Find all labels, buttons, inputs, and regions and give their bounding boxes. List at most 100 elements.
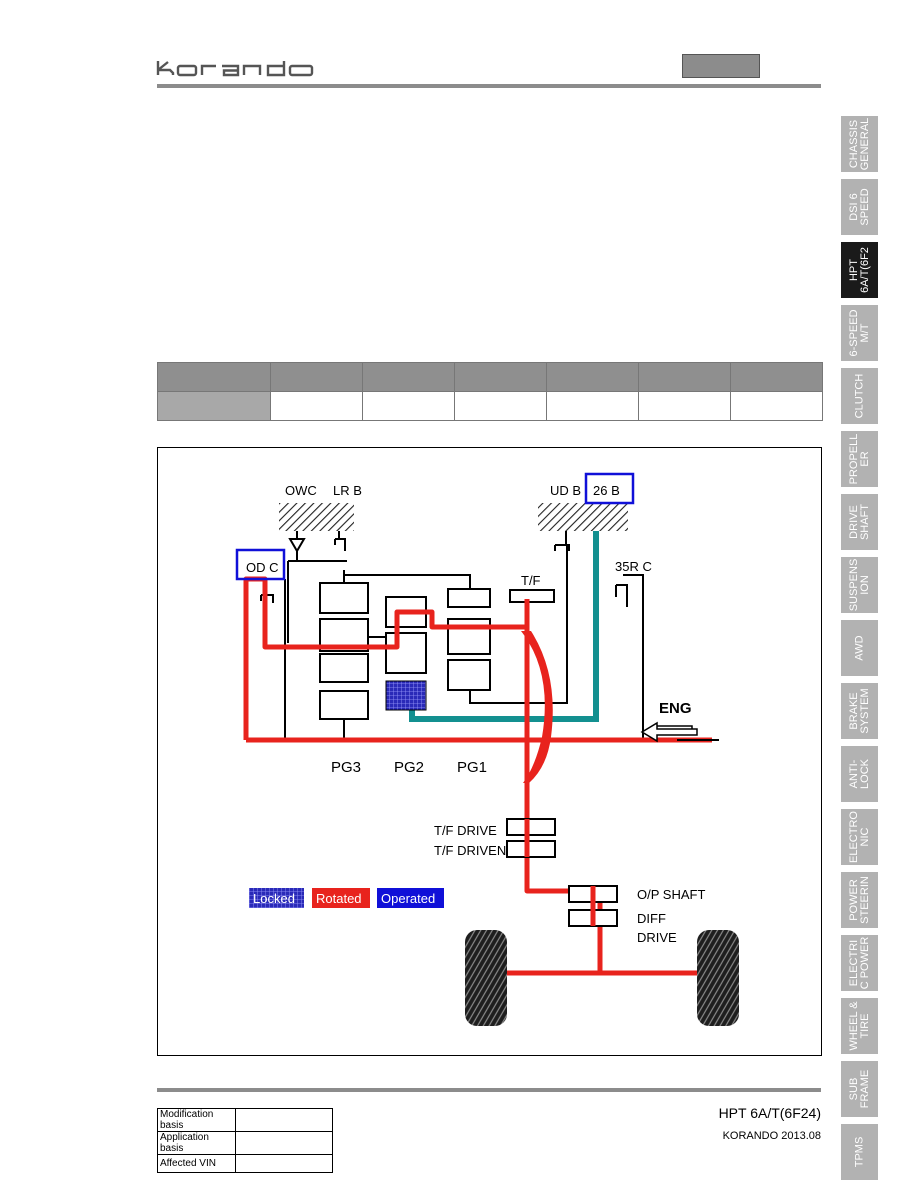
spec-table-cell — [638, 362, 731, 392]
korando-logo — [156, 61, 314, 77]
footer-date: KORANDO 2013.08 — [722, 1130, 821, 1142]
section-tab-label-line: STEERIN — [858, 876, 871, 924]
eng-arrow-head — [640, 721, 698, 743]
right-wheel-icon — [697, 930, 739, 1026]
info-row: Application basis — [157, 1131, 333, 1155]
section-tab[interactable]: TPMS — [841, 1124, 878, 1180]
b26-highlight — [584, 472, 635, 505]
spec-table-cell — [546, 391, 639, 421]
output-red — [524, 819, 596, 926]
footer-title: HPT 6A/T(6F24) — [718, 1105, 821, 1121]
section-tab-label-line: LOCK — [858, 759, 871, 789]
section-tab-label: ANTI-LOCK — [847, 759, 871, 789]
label-diff: DIFF — [637, 911, 666, 926]
label-ud-b: UD B — [550, 483, 581, 498]
legend-operated: Operated — [381, 891, 435, 906]
info-label: Affected VIN — [157, 1154, 236, 1173]
legend: Locked Rotated Operated — [249, 888, 444, 908]
section-tab-label-line: BRAKE — [847, 692, 860, 730]
section-tab[interactable]: WHEEL &TIRE — [841, 998, 878, 1054]
section-tab[interactable]: CLUTCH — [841, 368, 878, 424]
section-tab-label-line: SUB — [847, 1077, 860, 1101]
section-tab-label-line: M/T — [858, 323, 871, 343]
info-label: Application basis — [157, 1131, 236, 1155]
pg2-locked-element — [385, 680, 427, 711]
section-tab-label-line: PROPELL — [847, 433, 860, 485]
label-pg3: PG3 — [331, 759, 361, 776]
section-tab-label-line: TIRE — [858, 1013, 871, 1039]
section-tab-label-line: 6-SPEED — [847, 309, 860, 357]
info-value — [235, 1154, 333, 1173]
spec-table-cell — [454, 362, 547, 392]
legend-locked: Locked — [253, 891, 295, 906]
info-row: Affected VIN — [157, 1154, 333, 1173]
info-value — [235, 1131, 333, 1155]
section-tab-label: TPMS — [853, 1136, 865, 1168]
spec-table-cell — [362, 362, 455, 392]
section-tab-label-line: TPMS — [853, 1136, 865, 1168]
info-value — [235, 1108, 333, 1132]
section-tab-label-line: POWER — [847, 879, 860, 921]
section-tab-label-line: ION — [858, 575, 871, 595]
section-tab-label-line: DRIVE — [847, 505, 860, 539]
spec-table-header-row — [157, 362, 823, 392]
section-tab-label: CLUTCH — [853, 373, 865, 419]
section-tab[interactable]: ANTI-LOCK — [841, 746, 878, 802]
spec-table-cell — [362, 391, 455, 421]
label-tf-drive: T/F DRIVE — [434, 823, 497, 838]
section-tab-label-line: ANTI- — [847, 759, 860, 789]
label-pg1: PG1 — [457, 759, 487, 776]
section-tab-label-line: SUSPENS — [847, 558, 860, 612]
info-row: Modification basis — [157, 1108, 333, 1132]
label-lr-b: LR B — [333, 483, 362, 498]
label-od-c: OD C — [246, 560, 279, 575]
section-tab-label-line: CLUTCH — [853, 373, 865, 419]
label-tf: T/F — [521, 573, 541, 588]
od-c-highlight — [235, 548, 286, 581]
section-tab-label-line: SYSTEM — [858, 688, 871, 734]
section-tab-label-line: SHAFT — [858, 503, 871, 541]
spec-table-cell — [270, 362, 363, 392]
section-tab-label-line: AWD — [853, 635, 865, 661]
footer-rule — [157, 1088, 821, 1092]
power-flow-diagram: OWC LR B UD B 26 B OD C 35R C T/F ENG PG… — [235, 472, 739, 1026]
spec-table-cell — [454, 391, 547, 421]
spec-table-cell — [546, 362, 639, 392]
ud-brake-ground — [538, 503, 628, 531]
rotated-twist-band — [521, 631, 553, 783]
lr-brake-ground — [279, 503, 354, 531]
spec-table — [157, 362, 823, 421]
section-tab-label-line: CHASSIS — [847, 119, 860, 169]
section-tab-label: WHEEL &TIRE — [848, 1001, 871, 1050]
teal-path — [409, 531, 599, 722]
transfer-gears — [506, 818, 618, 927]
section-tab-label-line: NIC — [858, 827, 871, 847]
section-tab[interactable]: AWD — [841, 620, 878, 676]
left-wheel-icon — [465, 930, 507, 1026]
label-pg2: PG2 — [394, 759, 424, 776]
section-tab-label: AWD — [853, 635, 865, 661]
spec-table-cell — [638, 391, 731, 421]
